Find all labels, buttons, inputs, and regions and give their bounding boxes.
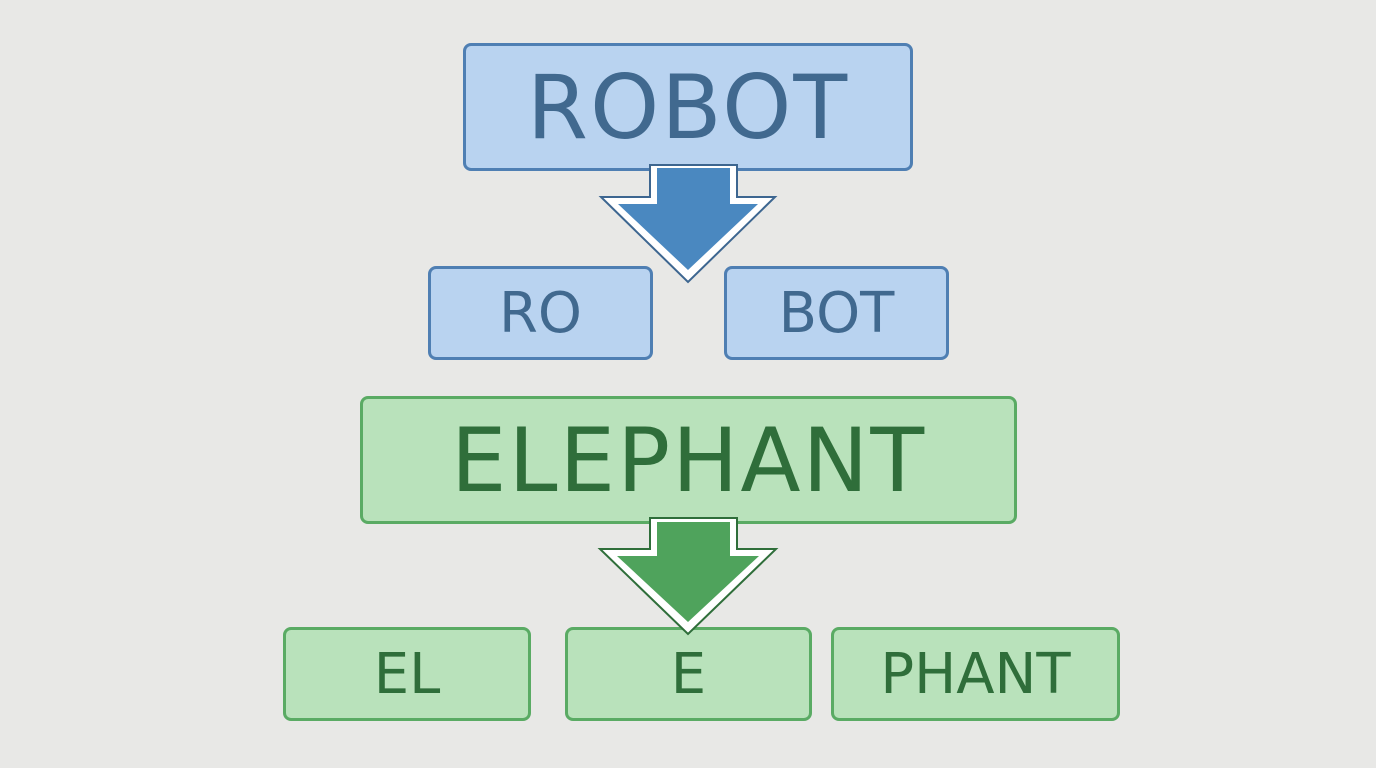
word-box-robot: ROBOT	[463, 43, 913, 171]
part-label: BOT	[778, 280, 895, 346]
part-label: E	[670, 641, 707, 707]
part-box-bot: BOT	[724, 266, 949, 360]
down-arrow-icon-green	[597, 517, 779, 636]
word-label: ELEPHANT	[450, 408, 927, 512]
word-box-elephant: ELEPHANT	[360, 396, 1017, 524]
word-label: ROBOT	[526, 55, 850, 159]
part-label: EL	[373, 641, 441, 707]
down-arrow-icon-blue	[598, 164, 778, 284]
part-box-ro: RO	[428, 266, 653, 360]
part-label: RO	[499, 280, 582, 346]
part-box-e: E	[565, 627, 812, 721]
part-box-el: EL	[283, 627, 531, 721]
part-box-phant: PHANT	[831, 627, 1120, 721]
part-label: PHANT	[880, 641, 1071, 707]
